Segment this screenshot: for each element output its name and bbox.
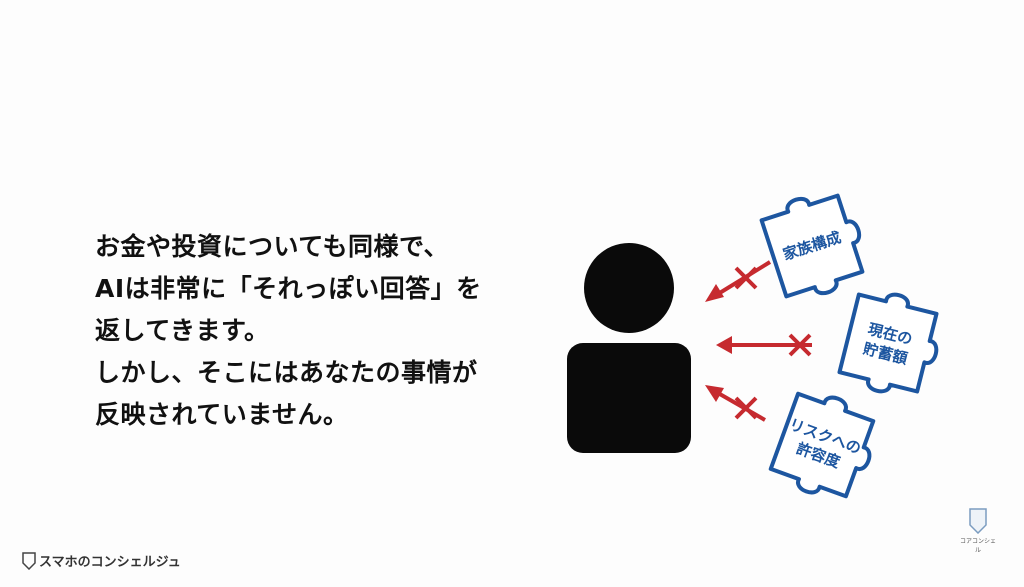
message-line: お金や投資についても同様で、	[95, 232, 450, 261]
puzzle-piece-savings: 現在の 貯蓄額	[835, 283, 950, 405]
shield-logo-icon	[969, 508, 987, 535]
message-line: しかし、そこにはあなたの事情が	[95, 358, 478, 387]
arrow-icon	[705, 260, 812, 422]
main-message: お金や投資についても同様で、 AIは非常に「それっぽい回答」を 返してきます。 …	[95, 226, 482, 436]
puzzle-piece-family: 家族構成	[756, 182, 876, 307]
message-line: AIは非常に「それっぽい回答」を	[95, 274, 482, 303]
shield-icon	[22, 551, 36, 570]
brand-name: スマホのコンシェルジュ	[39, 555, 181, 570]
message-line: 反映されていません。	[95, 400, 349, 429]
message-line: 返してきます。	[95, 316, 270, 345]
person-icon	[567, 243, 691, 453]
corner-brand-name: コアコンシェル	[959, 538, 996, 554]
corner-logo: コアコンシェル	[958, 508, 998, 554]
puzzle-piece-risk: リスクへの 許容度	[765, 383, 887, 510]
footer-brand: スマホのコンシェルジュ	[22, 551, 181, 570]
